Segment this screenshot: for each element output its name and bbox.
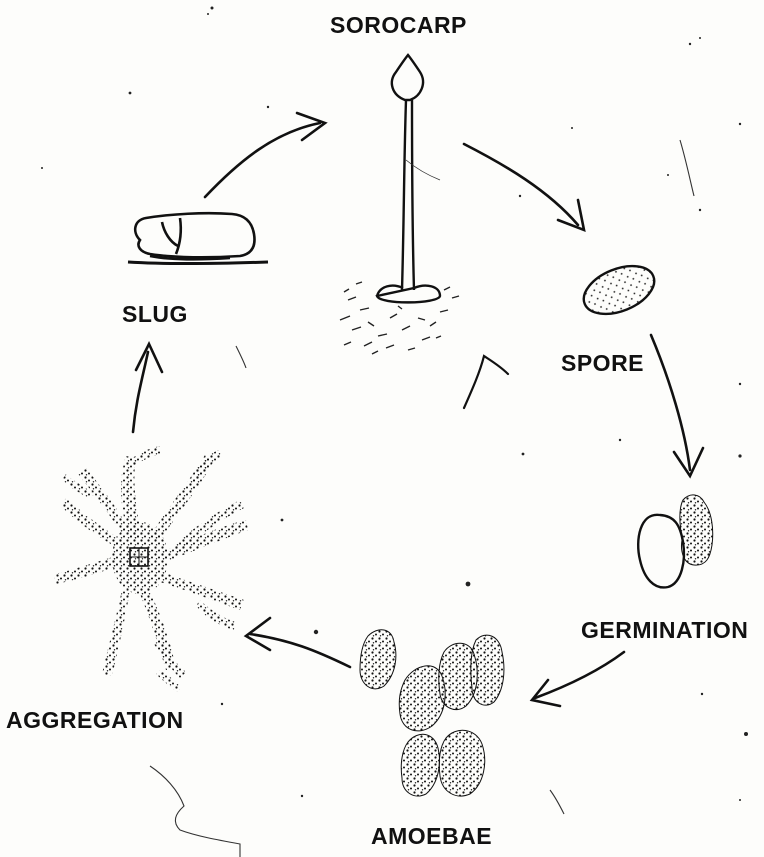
scan-noise bbox=[41, 7, 748, 802]
label-slug: SLUG bbox=[122, 301, 188, 328]
slug-figure bbox=[128, 213, 268, 263]
spore-figure bbox=[577, 257, 661, 324]
germination-figure bbox=[638, 495, 713, 588]
label-aggregation: AGGREGATION bbox=[6, 707, 184, 734]
arrow-germination-to-amoebae bbox=[535, 652, 624, 698]
arrow-aggregation-to-slug bbox=[133, 352, 148, 432]
label-spore: SPORE bbox=[561, 350, 644, 377]
arrow-amoebae-to-aggregation bbox=[250, 634, 350, 667]
aggregation-figure bbox=[54, 446, 248, 692]
amoebae-figure bbox=[360, 630, 504, 796]
label-amoebae: AMOEBAE bbox=[371, 823, 492, 850]
arrow-spore-to-germination bbox=[651, 335, 690, 470]
arrow-slug-to-sorocarp bbox=[205, 123, 320, 197]
arrow-sorocarp-to-spore bbox=[464, 144, 578, 225]
sorocarp-figure bbox=[340, 55, 459, 354]
label-sorocarp: SOROCARP bbox=[330, 12, 467, 39]
center-hook bbox=[464, 356, 508, 408]
label-germination: GERMINATION bbox=[581, 617, 748, 644]
